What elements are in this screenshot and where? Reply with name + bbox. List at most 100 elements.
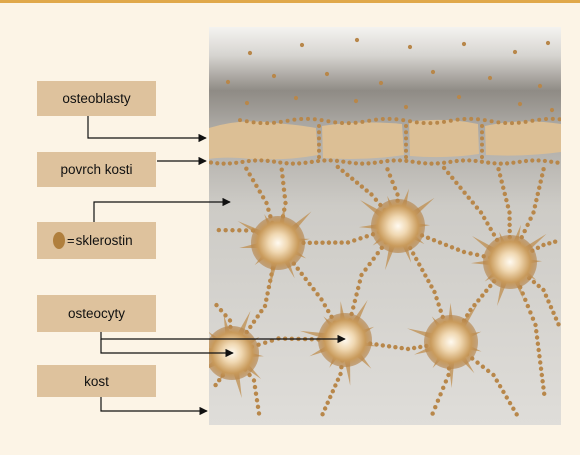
- sclerostin-dot: [317, 149, 321, 153]
- sclerostin-dot: [495, 378, 499, 382]
- sclerostin-dot: [401, 118, 405, 122]
- sclerostin-dot: [354, 99, 358, 103]
- sclerostin-dot: [300, 43, 304, 47]
- sclerostin-dot: [411, 251, 415, 255]
- sclerostin-dot: [558, 117, 562, 121]
- sclerostin-dot: [532, 280, 536, 284]
- sclerostin-dot: [534, 198, 538, 202]
- sclerostin-dot: [404, 124, 408, 128]
- label-osteoblasty: osteoblasty: [37, 81, 156, 116]
- sclerostin-dot: [266, 207, 270, 211]
- brown-oval-icon: [53, 232, 65, 249]
- sclerostin-dot: [436, 399, 440, 403]
- sclerostin-dot: [551, 117, 555, 121]
- sclerostin-dot: [448, 160, 452, 164]
- osteoblast-cell: [409, 120, 479, 157]
- sclerostin-dot: [251, 178, 255, 182]
- sclerostin-dot: [259, 309, 263, 313]
- sclerostin-dot: [417, 160, 421, 164]
- sclerostin-dot: [537, 186, 541, 190]
- sclerostin-dot: [428, 121, 432, 125]
- sclerostin-dot: [536, 342, 540, 346]
- sclerostin-dot: [480, 149, 484, 153]
- sclerostin-dot: [486, 369, 490, 373]
- sclerostin-dot: [294, 96, 298, 100]
- sclerostin-dot: [253, 385, 257, 389]
- sclerostin-dot: [541, 167, 545, 171]
- sclerostin-dot: [394, 117, 398, 121]
- sclerostin-dot: [374, 198, 378, 202]
- sclerostin-dot: [282, 187, 286, 191]
- sclerostin-dot: [432, 238, 436, 242]
- sclerostin-dot: [432, 290, 436, 294]
- sclerostin-dot: [264, 201, 268, 205]
- sclerostin-dot: [546, 299, 550, 303]
- osteocyte-cell: [318, 313, 372, 367]
- sclerostin-dot: [536, 246, 540, 250]
- sclerostin-dot: [541, 243, 545, 247]
- sclerostin-dot: [540, 173, 544, 177]
- label-kost-text: kost: [84, 374, 109, 389]
- sclerostin-dot: [518, 160, 522, 164]
- sclerostin-dot: [429, 284, 433, 288]
- sclerostin-dot: [360, 161, 364, 165]
- sclerostin-dot: [540, 379, 544, 383]
- sclerostin-dot: [376, 251, 380, 255]
- sclerostin-dot: [454, 181, 458, 185]
- sclerostin-dot: [406, 347, 410, 351]
- osteoblast-cell: [485, 121, 561, 155]
- sclerostin-dot: [430, 411, 434, 415]
- sclerostin-dot: [261, 195, 265, 199]
- sclerostin-dot: [549, 160, 553, 164]
- sclerostin-dot: [364, 188, 368, 192]
- sclerostin-dot: [412, 346, 416, 350]
- sclerostin-dot: [480, 160, 484, 164]
- sclerostin-dot: [256, 405, 260, 409]
- sclerostin-dot: [358, 236, 362, 240]
- sclerostin-dot: [411, 160, 415, 164]
- sclerostin-dot: [462, 250, 466, 254]
- sclerostin-dot: [418, 345, 422, 349]
- sclerostin-dot: [485, 221, 489, 225]
- sclerostin-dot: [395, 192, 399, 196]
- sclerostin-dot: [258, 189, 262, 193]
- sclerostin-dot: [252, 319, 256, 323]
- label-sklerostin-text: sklerostin: [76, 233, 133, 248]
- sclerostin-dot: [511, 407, 515, 411]
- sclerostin-dot: [531, 317, 535, 321]
- sclerostin-dot: [252, 120, 256, 124]
- sclerostin-dot: [404, 136, 408, 140]
- sclerostin-dot: [296, 266, 300, 270]
- sclerostin-dot: [423, 273, 427, 277]
- sclerostin-dot: [317, 130, 321, 134]
- sclerostin-dot: [433, 405, 437, 409]
- sclerostin-dot: [456, 118, 460, 122]
- sclerostin-dot: [244, 167, 248, 171]
- sclerostin-dot: [543, 159, 547, 163]
- sclerostin-dot: [347, 121, 351, 125]
- sclerostin-dot: [354, 161, 358, 165]
- sclerostin-dot: [449, 119, 453, 123]
- sclerostin-dot: [387, 344, 391, 348]
- sclerostin-dot: [481, 365, 485, 369]
- sclerostin-dot: [444, 379, 448, 383]
- sclerostin-dot: [255, 314, 259, 318]
- sclerostin-dot: [442, 166, 446, 170]
- sclerostin-dot: [468, 251, 472, 255]
- sclerostin-dot: [255, 398, 259, 402]
- sclerostin-dot: [303, 161, 307, 165]
- sclerostin-dot: [356, 286, 360, 290]
- osteocyte-cell: [251, 216, 305, 270]
- sclerostin-dot: [551, 311, 555, 315]
- sclerostin-dot: [257, 411, 261, 415]
- label-osteocyty: osteocyty: [37, 295, 156, 332]
- sclerostin-dot: [537, 354, 541, 358]
- sclerostin-dot: [498, 173, 502, 177]
- sclerostin-dot: [315, 292, 319, 296]
- osteoblast-cell: [209, 121, 318, 159]
- sclerostin-dot: [280, 167, 284, 171]
- label-osteocyty-text: osteocyty: [68, 306, 125, 321]
- sclerostin-dot: [438, 309, 442, 313]
- sclerostin-dot: [426, 279, 430, 283]
- sclerostin-dot: [317, 136, 321, 140]
